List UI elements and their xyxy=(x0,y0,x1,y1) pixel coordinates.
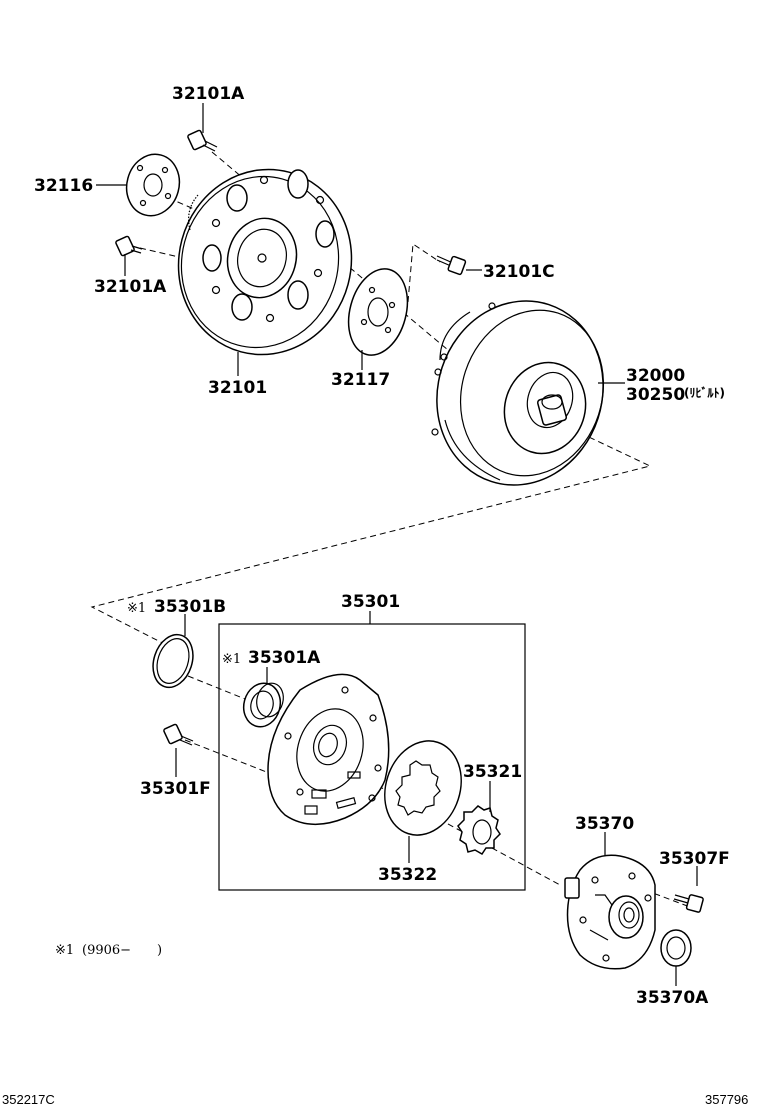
stator-shaft-35370 xyxy=(564,854,656,970)
label-35301F: 35301F xyxy=(140,779,211,799)
label-30250: 30250 xyxy=(626,385,685,405)
label-32116: 32116 xyxy=(34,176,93,196)
drive-plate-32117 xyxy=(347,268,409,356)
oil-pump-body xyxy=(267,673,390,826)
label-32101: 32101 xyxy=(208,378,267,398)
label-32101C: 32101C xyxy=(483,262,555,282)
driven-gear-35322 xyxy=(384,740,462,836)
label-30250-note: (ﾘﾋﾞﾙﾄ) xyxy=(684,385,725,400)
label-35370A: 35370A xyxy=(636,988,709,1008)
label-32101A-top: 32101A xyxy=(172,84,245,104)
flexplate-32101 xyxy=(177,168,353,356)
diagram-code-right: 357796 xyxy=(705,1092,748,1107)
footnote-text: (9906− ) xyxy=(82,943,162,958)
spacer-plate-32116 xyxy=(125,153,181,217)
label-35301: 35301 xyxy=(341,592,400,612)
label-35370: 35370 xyxy=(575,814,634,834)
bolt-32101A-top xyxy=(187,129,218,152)
o-ring-35301B xyxy=(152,633,194,689)
bolt-35301F xyxy=(163,723,194,746)
torque-converter-32000 xyxy=(431,300,605,486)
leader-lines xyxy=(96,103,698,986)
bolt-32101C xyxy=(436,255,467,276)
diagram-code-left: 352217C xyxy=(2,1092,55,1107)
footnote-mark: ※1 xyxy=(55,943,74,958)
bolt-35307F xyxy=(673,894,704,913)
label-35301B: 35301B xyxy=(154,597,226,617)
label-32117: 32117 xyxy=(331,370,390,390)
label-35307F: 35307F xyxy=(659,849,730,869)
oil-pump-assembly-box xyxy=(218,623,526,891)
oil-seal-35301A xyxy=(242,682,284,728)
label-35321: 35321 xyxy=(463,762,522,782)
drive-gear-35321 xyxy=(457,805,501,855)
bolt-32101A-left xyxy=(115,235,143,257)
label-35301A: 35301A xyxy=(248,648,321,668)
oil-seal-35370A xyxy=(660,929,692,967)
label-35322: 35322 xyxy=(378,865,437,885)
label-35301A-mark: ※1 xyxy=(222,652,241,667)
label-32000: 32000 xyxy=(626,366,685,386)
label-35301B-mark: ※1 xyxy=(127,601,146,616)
label-32101A-left: 32101A xyxy=(94,277,167,297)
